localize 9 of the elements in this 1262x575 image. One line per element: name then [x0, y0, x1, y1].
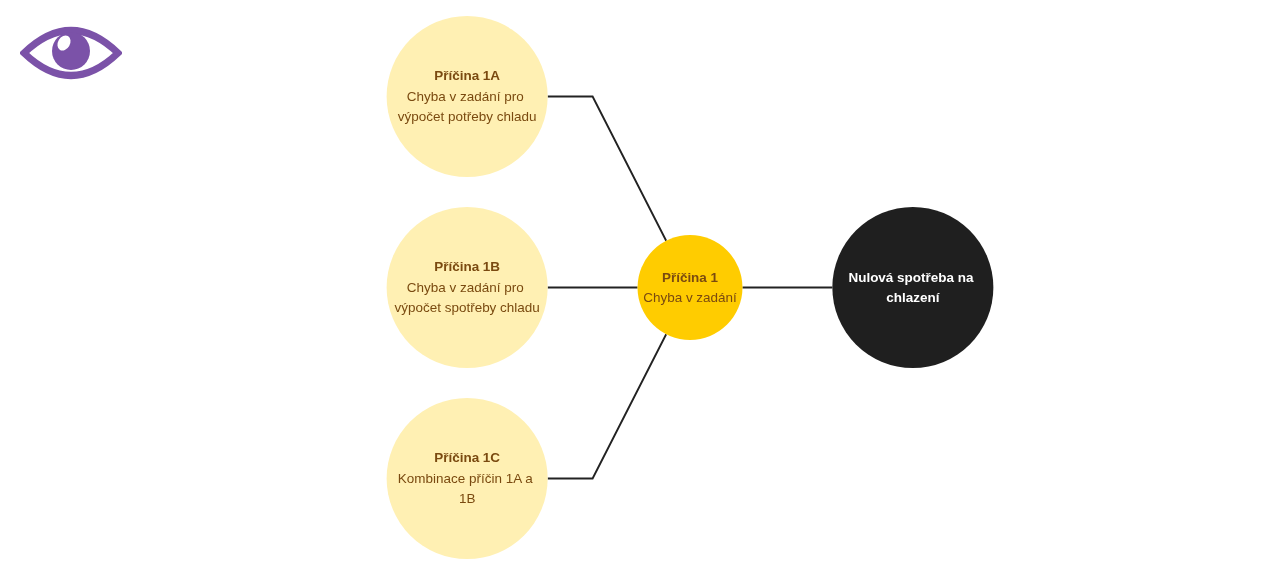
connector	[546, 333, 668, 480]
connector	[741, 286, 834, 289]
node-circle: Příčina 1A Chyba v zadání pro výpočet potřeby chladu	[386, 16, 548, 177]
connector	[546, 286, 639, 289]
node-circle: Nulová spotřeba na chlazení	[832, 207, 994, 368]
node-circle: Příčina 1B Chyba v zadání pro výpočet spotřeby chladu	[386, 207, 548, 368]
node-circle: Příčina 1C Kombinace příčin 1A a 1B	[386, 398, 548, 559]
node-circle: Příčina 1 Chyba v zadání	[637, 235, 743, 340]
connector	[546, 95, 668, 242]
